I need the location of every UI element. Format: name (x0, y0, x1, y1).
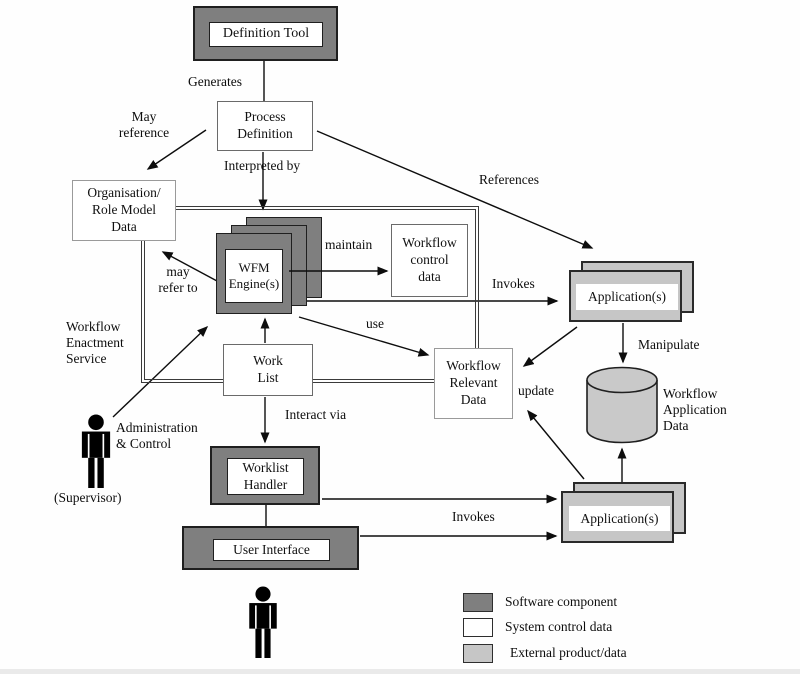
edge-label-may-reference: May reference (118, 109, 170, 141)
label-supervisor: (Supervisor) (54, 490, 122, 505)
organisation-role-model-data-box[interactable]: Organisation/ Role Model Data (72, 180, 176, 241)
application-bottom-box[interactable]: Application(s) (561, 491, 674, 543)
page-edge-shadow (0, 669, 800, 674)
edge-label-references: References (479, 172, 539, 187)
worklist-handler-box[interactable]: Worklist Handler (210, 446, 320, 505)
supervisor-person-icon (81, 414, 111, 488)
legend-swatch-system-control-data (463, 618, 493, 637)
edge-label-may-refer-to: may refer to (158, 264, 198, 296)
legend-label-external-product-data: External product/data (510, 645, 627, 660)
label-administration-control: Administration & Control (116, 420, 198, 452)
work-list-box[interactable]: Work List (223, 344, 313, 396)
user-interface-box[interactable]: User Interface (182, 526, 359, 570)
application-top-box[interactable]: Application(s) (569, 270, 682, 322)
edge-label-interact-via: Interact via (285, 407, 347, 422)
definition-tool-box[interactable]: Definition Tool (193, 6, 338, 61)
edge-label-interpreted-by: Interpreted by (224, 158, 301, 173)
workflow-control-data-box[interactable]: Workflow control data (391, 224, 468, 297)
wfm-engine-box[interactable]: WFM Engine(s) (216, 233, 292, 314)
application-bottom-label: Application(s) (569, 506, 670, 531)
workflow-application-data-label: Workflow Application Data (663, 386, 727, 434)
user-interface-label: User Interface (213, 539, 330, 561)
edge-label-use: use (366, 316, 384, 331)
workflow-application-data-cylinder-icon[interactable] (585, 366, 659, 446)
legend-label-software-component: Software component (505, 594, 618, 609)
edge-label-update: update (518, 383, 554, 398)
edge-label-generates: Generates (188, 74, 242, 89)
edge-label-manipulate: Manipulate (638, 337, 700, 352)
edge-label-maintain: maintain (325, 237, 373, 252)
worklist-handler-label: Worklist Handler (227, 458, 304, 495)
process-definition-box[interactable]: Process Definition (217, 101, 313, 151)
edge-label-invokes-top: Invokes (492, 276, 535, 291)
legend-label-system-control-data: System control data (505, 619, 613, 634)
user-person-icon (249, 586, 277, 658)
workflow-relevant-data-box[interactable]: Workflow Relevant Data (434, 348, 513, 419)
edge-label-invokes-bottom: Invokes (452, 509, 495, 524)
application-top-label: Application(s) (576, 284, 678, 310)
legend-swatch-external-product-data (463, 644, 493, 663)
legend-swatch-software-component (463, 593, 493, 612)
definition-tool-label: Definition Tool (209, 22, 323, 47)
label-workflow-enactment-service: Workflow Enactment Service (66, 319, 124, 367)
wfm-engine-label: WFM Engine(s) (225, 249, 283, 303)
